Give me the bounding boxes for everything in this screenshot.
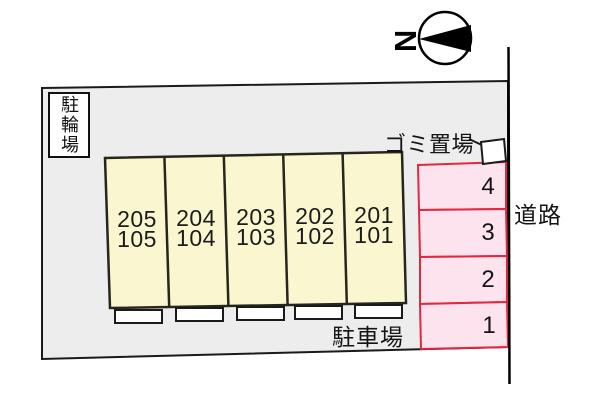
unit-upper-number: 202 — [295, 203, 335, 229]
unit-divider — [163, 156, 171, 307]
entrance-porch — [114, 309, 163, 324]
road-label: 道路 — [514, 202, 562, 228]
road-boundary-line — [507, 46, 511, 385]
unit-lower-number: 102 — [295, 223, 335, 249]
parking-space-number-2: 2 — [481, 265, 495, 293]
parking-space-number-3: 3 — [481, 219, 495, 246]
compass-arrow-icon — [419, 25, 471, 52]
entrance-porch — [354, 304, 403, 319]
unit-upper-number: 204 — [176, 205, 216, 231]
unit-lower-number: 105 — [117, 226, 157, 252]
unit-upper-number: 203 — [236, 204, 276, 230]
entrance-porch — [236, 306, 285, 321]
parking-lot-label: 駐車場 — [332, 324, 404, 350]
parking-space-number-4: 4 — [481, 173, 495, 200]
bicycle-parking-label: 駐輪場 — [59, 95, 79, 155]
entrance-porch — [294, 305, 343, 320]
parking-space-1 — [418, 300, 510, 351]
bicycle-parking-area: 駐輪場 — [48, 92, 90, 158]
garbage-area-label: ゴミ置場 — [384, 132, 475, 157]
compass-north-letter: N — [388, 29, 423, 53]
garbage-bin-box — [479, 137, 508, 166]
unit-lower-number: 103 — [236, 224, 276, 250]
unit-label-202-102: 202 102 — [285, 203, 345, 249]
unit-divider — [222, 155, 230, 306]
entrance-porch — [175, 307, 224, 322]
unit-label-203-103: 203 103 — [226, 204, 286, 250]
unit-upper-number: 201 — [354, 202, 394, 228]
unit-lower-number: 101 — [354, 222, 394, 248]
unit-label-205-105: 205 105 — [107, 206, 167, 252]
unit-label-201-101: 201 101 — [344, 202, 404, 248]
parking-space-number-1: 1 — [482, 312, 496, 339]
unit-lower-number: 104 — [176, 225, 216, 251]
unit-divider — [341, 153, 349, 304]
unit-divider — [281, 154, 289, 305]
unit-upper-number: 205 — [117, 206, 157, 232]
unit-label-204-104: 204 104 — [166, 205, 226, 251]
building-outline — [103, 150, 408, 310]
